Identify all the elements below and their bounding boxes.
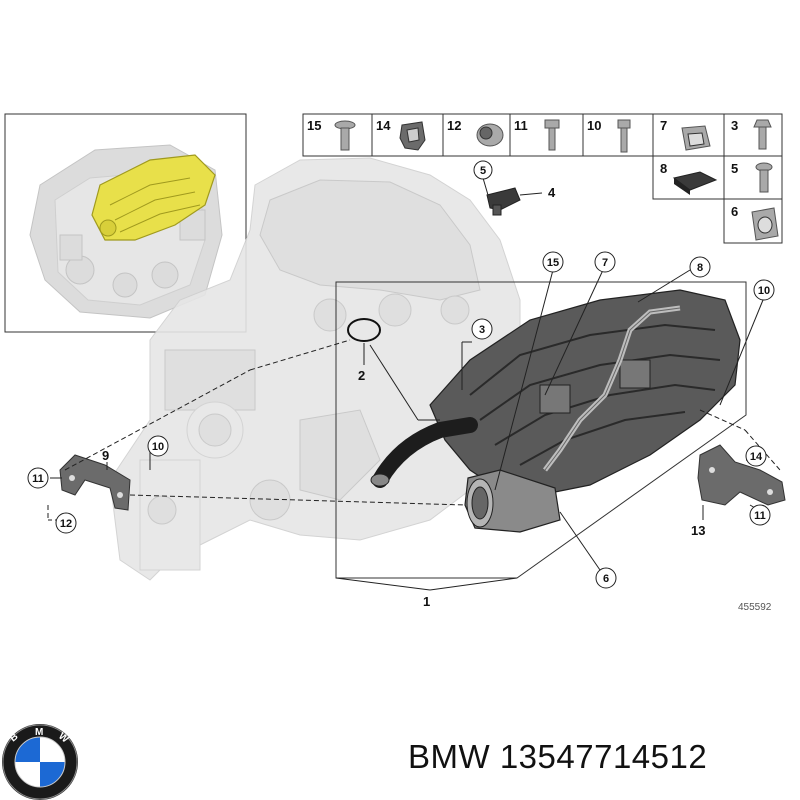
grid-label-11: 11 — [514, 118, 528, 133]
grid-label-3: 3 — [731, 118, 738, 133]
parts-grid: 15 14 12 11 10 7 3 8 5 6 — [302, 113, 783, 244]
assembly-outline — [335, 281, 747, 579]
svg-text:M: M — [35, 727, 43, 738]
diagram-reference-number: 455592 — [738, 602, 772, 613]
callout-10-left: 10 — [147, 435, 169, 457]
callout-8: 8 — [689, 256, 711, 278]
callout-4: 4 — [548, 185, 556, 200]
highlighted-intake-manifold — [91, 154, 216, 241]
clamp-clip-icon — [681, 125, 711, 151]
grid-label-7: 7 — [660, 118, 667, 133]
grid-label-10: 10 — [587, 118, 601, 133]
pressure-sensor-icon — [486, 187, 521, 216]
callout-15: 15 — [542, 251, 564, 273]
svg-text:15: 15 — [547, 257, 559, 269]
o-ring-icon — [347, 318, 381, 342]
callout-2: 2 — [358, 368, 365, 383]
bmw-logo: B M W — [2, 724, 78, 800]
callout-7: 7 — [594, 251, 616, 273]
callout-12: 12 — [55, 512, 77, 534]
svg-text:3: 3 — [479, 324, 485, 336]
callout-11-right: 11 — [749, 504, 771, 526]
grid-label-14: 14 — [376, 118, 391, 133]
svg-text:11: 11 — [754, 510, 766, 522]
callout-5: 5 — [473, 160, 493, 180]
grid-label-8: 8 — [660, 161, 667, 176]
bracket-left-icon — [59, 454, 131, 511]
callout-14: 14 — [745, 445, 767, 467]
callouts: 5 4 15 7 8 10 3 2 10 9 11 — [27, 160, 775, 613]
grid-label-6: 6 — [731, 204, 738, 219]
brand-part-number: BMW 13547714512 — [408, 738, 707, 776]
svg-text:5: 5 — [480, 165, 486, 177]
callout-9: 9 — [102, 448, 109, 463]
callout-10-right: 10 — [753, 279, 775, 301]
grid-label-5: 5 — [731, 161, 738, 176]
svg-text:10: 10 — [758, 285, 770, 297]
callout-3: 3 — [471, 318, 493, 340]
grid-label-12: 12 — [447, 118, 461, 133]
svg-text:6: 6 — [603, 573, 609, 585]
engine-inset — [4, 113, 247, 333]
screw-icon-5 — [755, 162, 773, 193]
svg-text:14: 14 — [750, 451, 763, 463]
brand-name: BMW — [408, 738, 491, 775]
screw-icon-11 — [544, 119, 560, 151]
part-number: 13547714512 — [499, 738, 708, 775]
svg-text:11: 11 — [32, 473, 44, 485]
pad-icon — [672, 171, 718, 195]
svg-text:7: 7 — [602, 257, 608, 269]
flange-bolt-icon — [334, 120, 356, 151]
svg-text:8: 8 — [697, 262, 703, 274]
screw-icon-10 — [617, 119, 631, 153]
bolt-icon-3 — [753, 119, 772, 150]
grid-label-15: 15 — [307, 118, 321, 133]
callout-6: 6 — [595, 567, 617, 589]
bracket-right-icon — [697, 444, 786, 506]
grommet-icon — [476, 123, 504, 147]
callout-13: 13 — [691, 523, 705, 538]
callout-11-left: 11 — [27, 467, 49, 489]
clamp-icon-6 — [751, 207, 779, 241]
svg-text:10: 10 — [152, 441, 164, 453]
clip-icon — [399, 121, 426, 151]
svg-text:12: 12 — [60, 518, 72, 530]
background-engine — [109, 157, 521, 581]
callout-1: 1 — [423, 594, 430, 609]
